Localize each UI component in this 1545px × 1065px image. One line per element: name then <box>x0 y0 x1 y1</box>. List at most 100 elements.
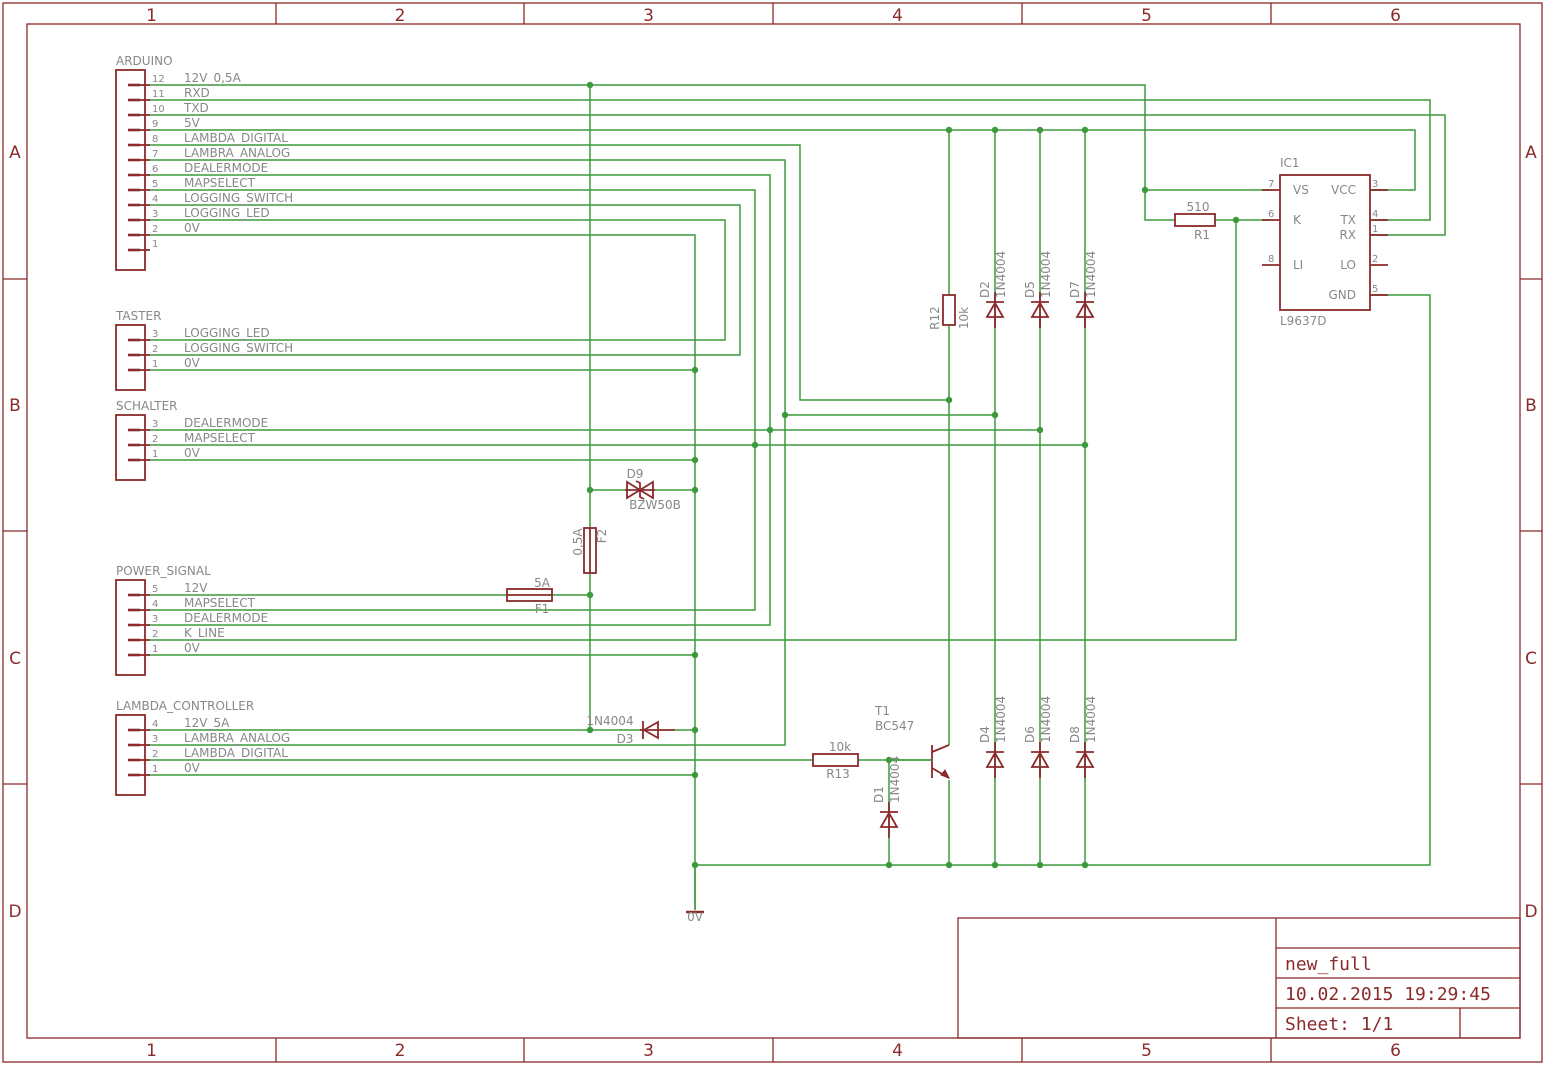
pin-signal-label: 5V <box>184 116 201 130</box>
pin-number: 3 <box>152 209 158 220</box>
pin-signal-label: DEALERMODE <box>184 161 268 175</box>
ic1-pin-name: GND <box>1328 288 1356 302</box>
junction-dot <box>586 726 594 734</box>
junction-dot <box>781 411 789 419</box>
transistor-t1-ref: T1 <box>874 704 890 718</box>
junction-dot <box>586 486 594 494</box>
ic1-pin-name: K <box>1293 213 1302 227</box>
resistor-r1-body <box>1174 213 1216 227</box>
pin-signal-label: TXD <box>183 101 209 115</box>
junction-dot <box>991 411 999 419</box>
resistor-r13-body <box>812 753 859 767</box>
ic1-pin-name: TX <box>1339 213 1356 227</box>
diode-d4-value: 1N4004 <box>994 696 1008 743</box>
column-label-bottom: 4 <box>892 1041 903 1061</box>
diode-d7-value: 1N4004 <box>1084 251 1098 298</box>
diode-d3-ref: D3 <box>617 732 634 746</box>
pin-signal-label: 0V <box>184 446 201 460</box>
resistor-r12: R12 10k <box>928 294 971 330</box>
pin-signal-label: DEALERMODE <box>184 416 268 430</box>
pin-number: 2 <box>152 749 158 760</box>
wire-segment <box>150 159 786 746</box>
ic1-pin-number: 3 <box>1372 179 1378 190</box>
ground-symbol: 0V <box>686 865 704 924</box>
column-label-top: 1 <box>146 6 157 26</box>
pin-signal-label: 12V_5A <box>184 716 230 730</box>
ic1-pin-number: 6 <box>1268 209 1274 220</box>
pin-number: 4 <box>152 719 158 730</box>
pin-number: 1 <box>152 644 158 655</box>
junction-dot <box>586 81 594 89</box>
junction-dot <box>885 861 893 869</box>
diode-d8-ref: D8 <box>1068 726 1082 743</box>
ic1-pin-name: VS <box>1293 183 1309 197</box>
ic1-pin-name: LI <box>1293 258 1303 272</box>
resistor-r13-ref: R13 <box>826 767 850 781</box>
pin-signal-label: LOGGING_LED <box>184 326 270 340</box>
pin-signal-label: LAMBRA_ANALOG <box>184 731 290 745</box>
pin-signal-label: 12V_0,5A <box>184 71 242 85</box>
diode-d4-triangle <box>985 751 1005 768</box>
junction-dot <box>945 126 953 134</box>
pin-signal-label: 0V <box>184 761 201 775</box>
pin-number: 1 <box>152 449 158 460</box>
diode-d3-triangle <box>642 720 659 740</box>
fuse-f1-value: 5A <box>534 576 551 590</box>
fuse-f2-ref: F2 <box>595 529 609 544</box>
connector-body <box>115 714 146 796</box>
junction-dot <box>691 726 699 734</box>
wire-segment <box>150 84 1175 221</box>
diode-d6-value: 1N4004 <box>1039 696 1053 743</box>
resistor-r12-value: 10k <box>957 307 971 329</box>
column-label-bottom: 1 <box>146 1041 157 1061</box>
pin-number: 4 <box>152 599 158 610</box>
ic1-pin-number: 7 <box>1268 179 1274 190</box>
resistor-r12-body <box>942 294 956 326</box>
pin-number: 5 <box>152 179 158 190</box>
junction-dot <box>945 861 953 869</box>
transistor-t1-value: BC547 <box>875 719 914 733</box>
resistor-r12-ref: R12 <box>928 306 942 330</box>
ic1-pin-number: 8 <box>1268 254 1274 265</box>
pin-number: 9 <box>152 119 158 130</box>
pin-number: 3 <box>152 419 158 430</box>
junction-dot <box>991 126 999 134</box>
connector-name: SCHALTER <box>116 399 178 413</box>
pin-signal-label: LAMBRA_ANALOG <box>184 146 290 160</box>
diode-d5-value: 1N4004 <box>1039 251 1053 298</box>
tvs-d9-value: BZW50B <box>629 498 681 512</box>
row-label-right: B <box>1525 396 1537 416</box>
ic1-ref: IC1 <box>1280 156 1300 170</box>
column-label-top: 2 <box>395 6 406 26</box>
diode-d5-ref: D5 <box>1023 281 1037 298</box>
row-label-right: C <box>1525 649 1537 669</box>
junction-dot <box>691 486 699 494</box>
pin-number: 2 <box>152 344 158 355</box>
wire-segment <box>150 189 756 611</box>
pin-signal-label: RXD <box>184 86 210 100</box>
junction-dot <box>945 396 953 404</box>
pin-signal-label: 0V <box>184 356 201 370</box>
wires <box>150 84 1446 910</box>
ic1-pin-number: 2 <box>1372 254 1378 265</box>
diode-d1-ref: D1 <box>872 786 886 803</box>
diode-d1-triangle <box>879 811 899 828</box>
pin-number: 3 <box>152 614 158 625</box>
pin-number: 10 <box>152 104 165 115</box>
column-label-bottom: 6 <box>1390 1041 1401 1061</box>
pin-number: 2 <box>152 224 158 235</box>
diode-d4-ref: D4 <box>978 726 992 743</box>
connector-name: ARDUINO <box>116 54 173 68</box>
column-label-bottom: 5 <box>1141 1041 1152 1061</box>
junction-dot <box>1141 186 1149 194</box>
diode-d1-value: 1N4004 <box>888 756 902 803</box>
ic1-pin-number: 1 <box>1372 224 1378 235</box>
